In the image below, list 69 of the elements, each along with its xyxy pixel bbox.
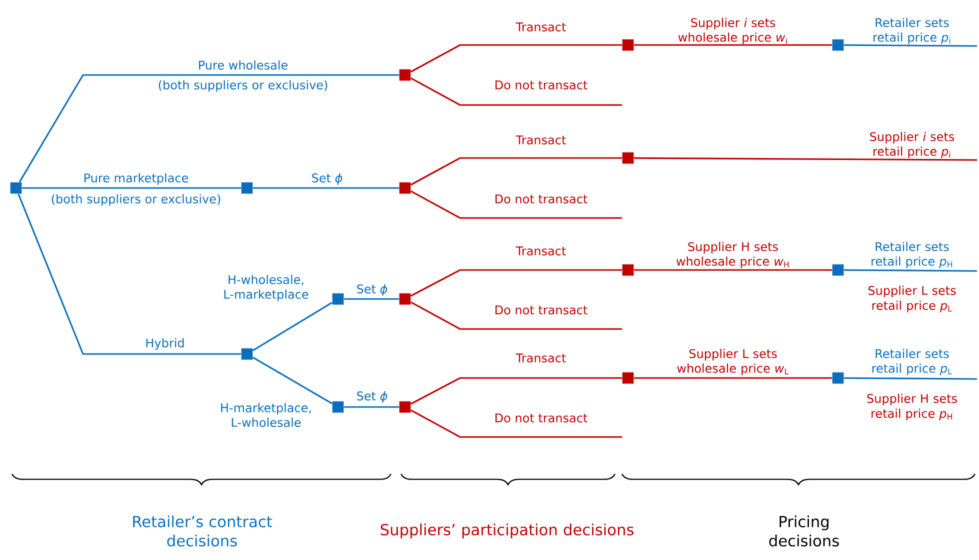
branch-line <box>410 377 622 405</box>
branch-label: (both suppliers or exclusive) <box>52 194 220 206</box>
decision-node <box>399 401 411 413</box>
stage-label: Suppliers’ participation decisions <box>380 524 634 538</box>
edge-label: Retailer sets retail price p$_{i}$ <box>874 18 950 44</box>
stage-label: Retailer’s contract decisions <box>133 515 272 546</box>
edge-label: Hybrid <box>146 338 184 350</box>
branch-line <box>252 187 400 189</box>
branch-line <box>410 302 622 330</box>
edge-label: Retailer sets retail price p$_{H}$ <box>872 242 952 268</box>
branch-label: Supplier H sets retail price p$_{H}$ <box>867 394 957 420</box>
edge-label: Transact <box>516 354 566 362</box>
edge-label: Do not transact <box>496 80 588 90</box>
branch-line <box>18 74 400 182</box>
edge-label: Supplier i sets retail price p$_{i}$ <box>870 132 954 158</box>
branch-line <box>634 377 832 379</box>
decision-node <box>622 372 634 384</box>
edge-label: H-wholesale, L-marketplace <box>224 274 308 302</box>
branch-line <box>844 44 977 47</box>
branch-line <box>410 78 622 106</box>
edge-label: Do not transact <box>496 194 588 204</box>
decision-node <box>832 264 844 276</box>
branch-line <box>344 298 400 300</box>
branch-line <box>410 190 622 219</box>
branch-line <box>844 269 977 272</box>
decision-node <box>241 348 253 360</box>
stage-label: Pricing decisions <box>769 515 839 546</box>
decision-node <box>332 401 344 413</box>
edge-label: H-marketplace, L-wholesale <box>221 403 311 427</box>
branch-line <box>252 302 332 352</box>
edge-label: Set ϕ <box>312 173 342 185</box>
branch-line <box>410 269 622 297</box>
decision-node <box>332 293 344 305</box>
branch-line <box>634 44 832 46</box>
branch-line <box>252 356 332 404</box>
edge-label: Supplier H sets wholesale price w$_{H}$ <box>676 242 789 268</box>
branch-line <box>344 406 400 408</box>
branch-line <box>22 187 242 189</box>
branch-line <box>410 410 622 438</box>
decision-node <box>399 182 411 194</box>
branch-label: Supplier L sets retail price p$_{L}$ <box>868 286 956 312</box>
decision-node <box>622 264 634 276</box>
branch-line <box>18 194 242 355</box>
branch-label: (both suppliers or exclusive) <box>158 80 328 92</box>
decision-node <box>622 152 634 164</box>
edge-label: Supplier L sets wholesale price w$_{L}$ <box>677 348 789 376</box>
decision-node <box>399 293 411 305</box>
decision-node <box>622 39 634 51</box>
edge-label: Transact <box>516 22 566 32</box>
branch-line <box>634 157 977 161</box>
decision-node <box>10 182 22 194</box>
branch-line <box>634 269 832 271</box>
edge-label: Retailer sets retail price p$_{L}$ <box>872 348 952 376</box>
edge-label: Transact <box>516 246 566 256</box>
decision-node <box>832 372 844 384</box>
edge-label: Do not transact <box>496 414 588 422</box>
edge-label: Pure wholesale <box>199 60 288 70</box>
decision-node <box>399 69 411 81</box>
edge-label: Supplier i sets wholesale price w$_{i}$ <box>678 18 787 44</box>
decision-node <box>832 39 844 51</box>
edge-label: Do not transact <box>496 306 588 314</box>
edge-label: Set ϕ <box>357 391 388 403</box>
edge-label: Transact <box>516 136 566 144</box>
branch-line <box>410 44 622 72</box>
branch-line <box>410 157 622 186</box>
decision-node <box>241 182 253 194</box>
branch-line <box>844 377 977 380</box>
edge-label: Set ϕ <box>357 284 388 296</box>
edge-label: Pure marketplace <box>84 173 188 185</box>
